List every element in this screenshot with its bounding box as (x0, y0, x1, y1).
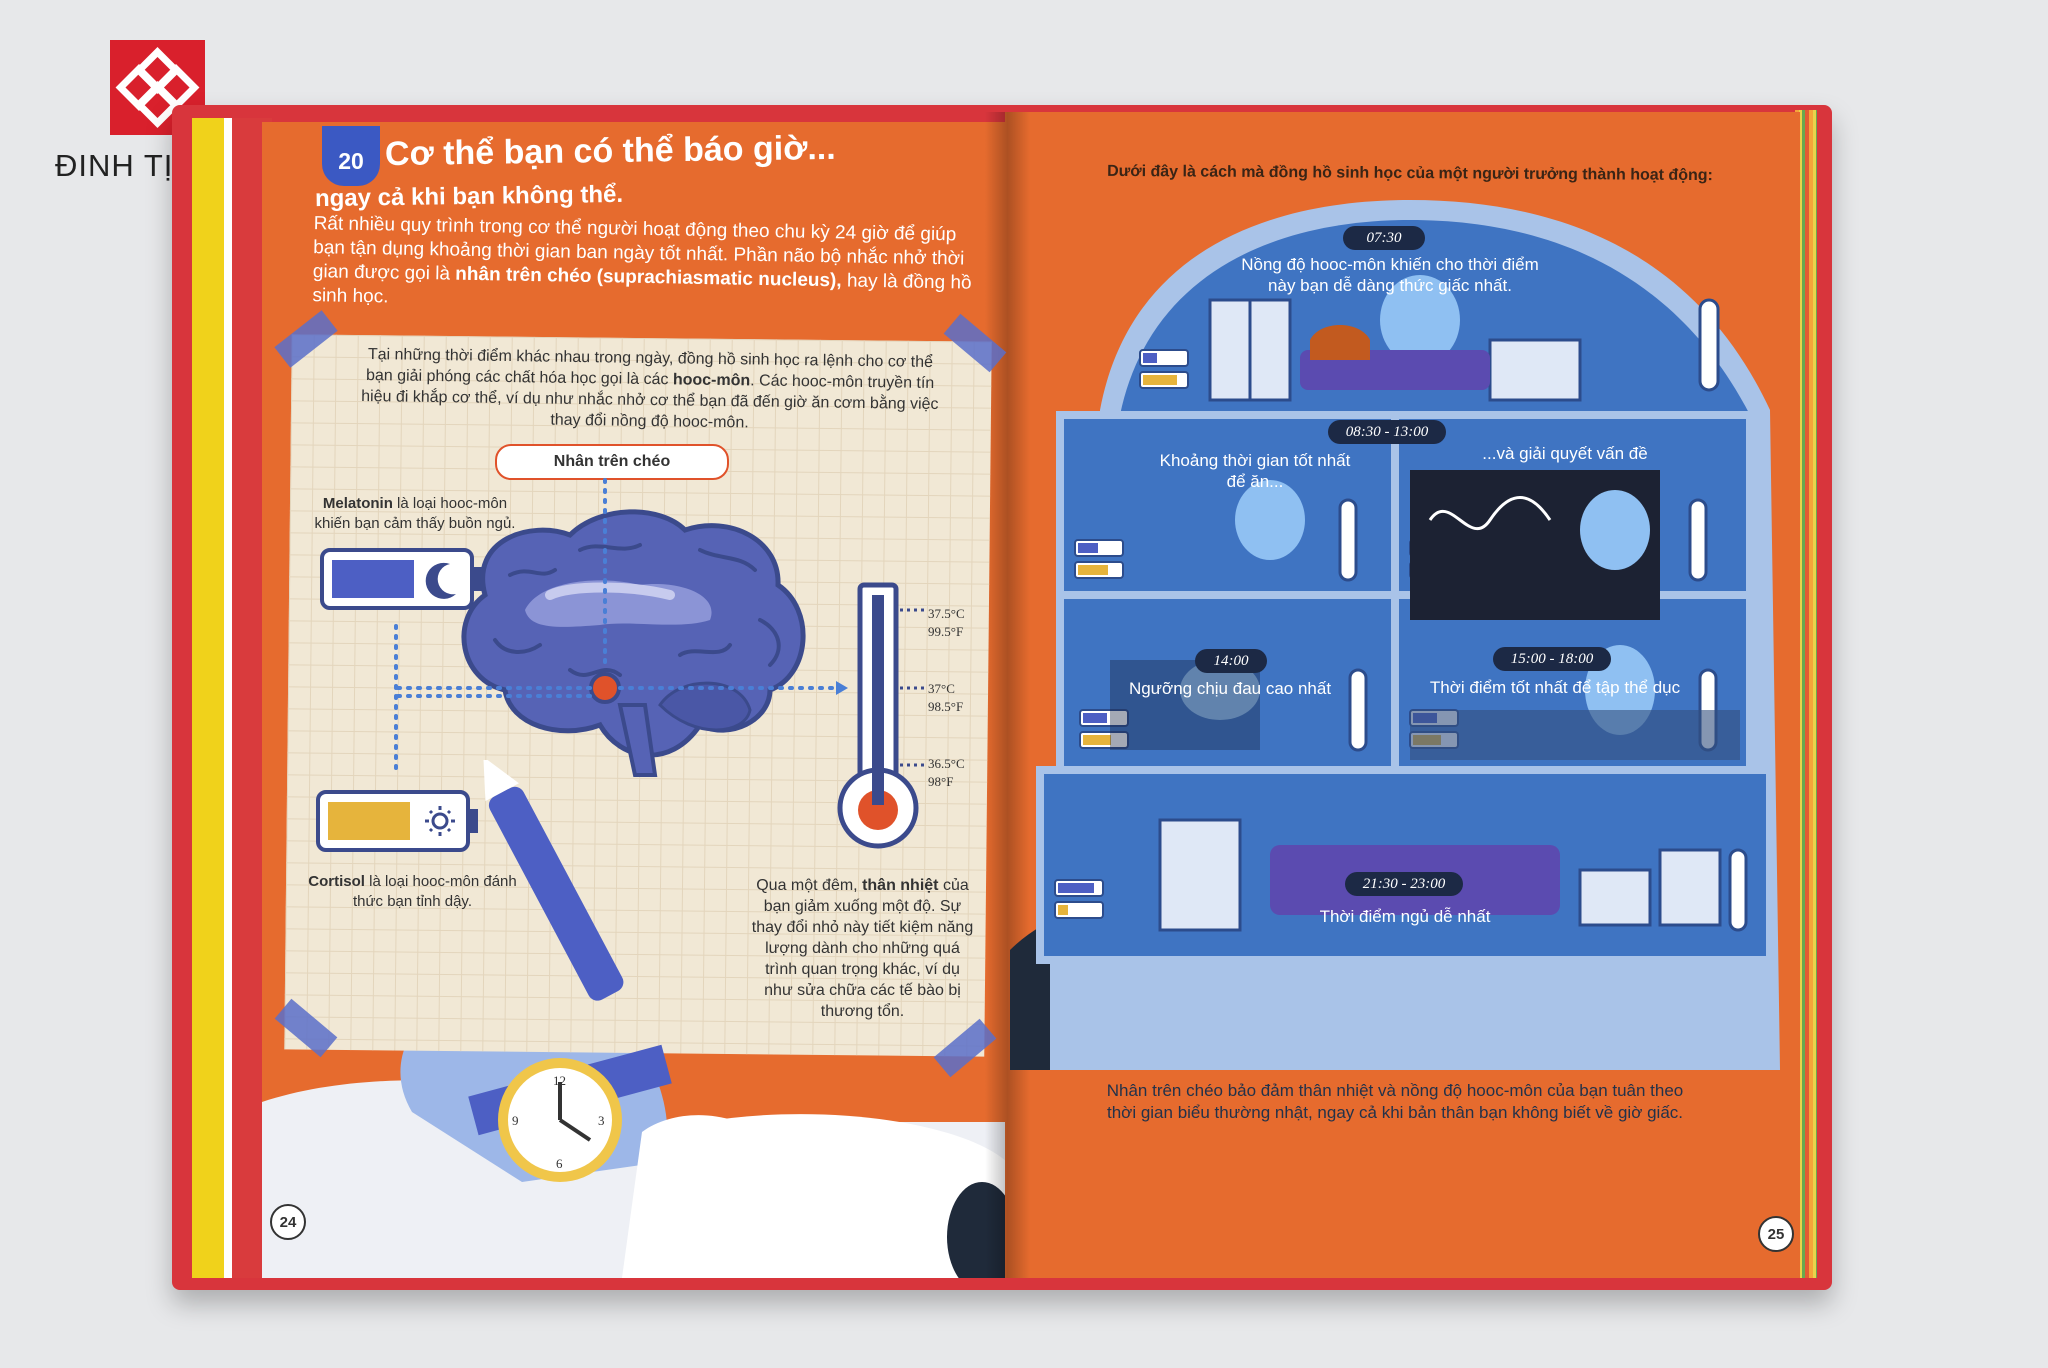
bodytemp-text: Qua một đêm, (756, 877, 863, 894)
bodytemp-text-end: của bạn giảm xuống một độ. Sự thay đổi n… (751, 877, 974, 1020)
temp-37: 37°C 98.5°F (928, 680, 963, 716)
temp-celsius: 37°C (928, 681, 955, 696)
temp-celsius: 36.5°C (928, 756, 965, 771)
page-subtitle: ngay cả khi bạn không thể. (314, 180, 624, 213)
sun-icon (425, 806, 455, 836)
intro-paragraph: Rất nhiều quy trình trong cơ thể người h… (312, 212, 984, 320)
time-pill-2130: 21:30 - 23:00 (1345, 872, 1463, 896)
moon-icon (425, 562, 456, 599)
bodytemp-bold: thân nhiệt (862, 877, 939, 894)
right-page-outro: Nhân trên chéo bảo đảm thân nhiệt và nồn… (1106, 1081, 1684, 1122)
chapter-number-badge: 20 (322, 126, 380, 186)
card-intro-bold: hooc-môn (672, 371, 751, 390)
panel-caption-1500: Thời điểm tốt nhất để tập thể dục (1429, 678, 1681, 697)
svg-text:6: 6 (556, 1156, 563, 1171)
page-edges-left (192, 118, 272, 1278)
svg-text:3: 3 (598, 1113, 605, 1128)
hormone-diagram (316, 478, 925, 852)
wristwatch-icon: 12 3 6 9 (468, 1044, 672, 1182)
melatonin-caption: Melatonin là loại hooc-môn khiến bạn cảm… (305, 494, 525, 534)
svg-text:12: 12 (553, 1073, 566, 1088)
temp-celsius: 37.5°C (928, 606, 965, 621)
cortisol-battery-icon (316, 790, 478, 852)
pen-illustration (483, 760, 624, 1001)
intro-bold-term: nhân trên chéo (suprachiasmatic nucleus)… (455, 263, 842, 292)
brain-illustration (461, 509, 806, 777)
panel-caption-0730: Nồng độ hooc-môn khiến cho thời điểm này… (1241, 255, 1539, 295)
cortisol-caption: Cortisol là loại hooc-môn đánh thức bạn … (305, 872, 520, 912)
time-pill-0830: 08:30 - 13:00 (1328, 420, 1446, 444)
panel-caption-0830: Khoảng thời gian tốt nhất để ăn... (1159, 451, 1351, 491)
svg-text:9: 9 (512, 1113, 519, 1128)
scn-marker-icon (589, 672, 621, 704)
panel-caption-problem-solving: ...và giải quyết vấn đề (1482, 444, 1648, 463)
melatonin-label: Melatonin (322, 495, 393, 512)
body-temperature-caption: Qua một đêm, thân nhiệt của bạn giảm xuố… (750, 875, 975, 1022)
page-number-right: 25 (1758, 1216, 1794, 1252)
melatonin-description: là loại hooc-môn khiến bạn cảm thấy buồn… (314, 495, 516, 532)
temp-36-5: 36.5°C 98°F (928, 755, 965, 791)
page-edges-right (1795, 110, 1817, 1278)
cortisol-description: là loại hooc-môn đánh thức bạn tỉnh dậy. (352, 873, 517, 910)
logo-mark-icon (110, 40, 205, 135)
book-spine-shadow (985, 112, 1030, 1278)
cortisol-label: Cortisol (308, 873, 365, 890)
temp-37-5: 37.5°C 99.5°F (928, 605, 965, 641)
time-pill-1500: 15:00 - 18:00 (1493, 647, 1611, 671)
pen-and-watch-illustration: 12 3 6 9 (468, 760, 672, 1182)
daily-schedule-illustration (1010, 200, 1780, 1070)
dog-sleeping (1310, 325, 1370, 360)
card-intro-paragraph: Tại những thời điểm khác nhau trong ngày… (354, 344, 945, 436)
thermometer-icon (837, 582, 925, 849)
panel-caption-2130: Thời điểm ngủ dễ nhất (1319, 907, 1491, 926)
panel-caption-1400: Ngưỡng chịu đau cao nhất (1128, 679, 1332, 698)
temp-fahrenheit: 98°F (928, 774, 954, 789)
page-number-left: 24 (270, 1204, 306, 1240)
scn-label: Nhân trên chéo (495, 444, 729, 480)
page-title: Cơ thể bạn có thể báo giờ... (384, 128, 836, 174)
temp-fahrenheit: 98.5°F (928, 699, 964, 714)
time-pill-1400: 14:00 (1195, 649, 1267, 673)
time-pill-0730: 07:30 (1343, 226, 1425, 250)
melatonin-battery-icon (320, 548, 482, 610)
temp-fahrenheit: 99.5°F (928, 624, 964, 639)
character-waking (1380, 275, 1460, 365)
